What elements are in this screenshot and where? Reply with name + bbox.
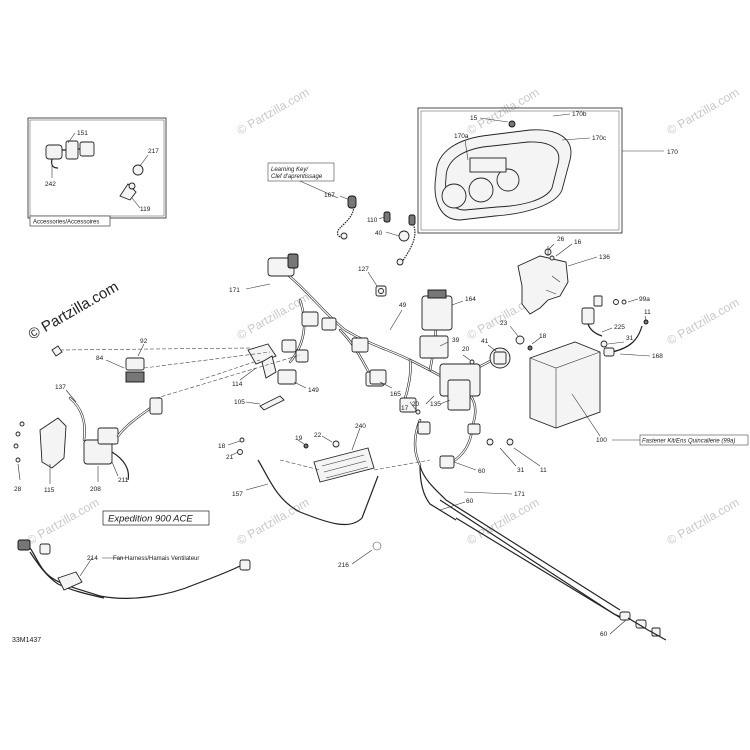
callout-164: 164 (465, 296, 476, 303)
callout-127: 127 (358, 266, 369, 273)
callout-171-harness: 171 (229, 287, 240, 294)
callout-105: 105 (234, 399, 245, 406)
watermark: © Partzilla.com (235, 85, 312, 138)
callout-171-cable: 171 (514, 491, 525, 498)
watermark: © Partzilla.com (235, 290, 312, 343)
gauge-cluster-box: 15 170b 170a 170c 170 (417, 107, 678, 234)
callout-16: 16 (574, 239, 582, 246)
callout-84: 84 (96, 355, 104, 362)
callout-23: 23 (500, 320, 508, 327)
callout-216: 216 (338, 562, 349, 569)
callout-17: 17 (401, 405, 409, 412)
callout-26: 26 (557, 236, 565, 243)
callout-114: 114 (232, 381, 243, 388)
left-components-group: 92 84 114 149 105 (51, 338, 319, 411)
fastener-kit-label: Fastener Kit/Ens Quincallerie (99a) (642, 439, 735, 445)
callout-31-lower: 31 (517, 467, 525, 474)
callout-18-lower: 18 (218, 443, 226, 450)
callout-240: 240 (355, 423, 366, 430)
watermark-layer: © Partzilla.com © Partzilla.com © Partzi… (25, 85, 742, 548)
learning-key-group: Learning Key/ Clef d'aprentissage 167 (267, 162, 357, 240)
model-title: Expedition 900 ACE (108, 514, 193, 525)
callout-214: 214 (87, 555, 98, 562)
callout-11-upper: 11 (644, 309, 651, 316)
callout-217: 217 (148, 148, 159, 155)
watermark-main: © Partzilla.com (26, 278, 122, 343)
callout-165: 165 (390, 391, 401, 398)
callout-208: 208 (90, 486, 101, 493)
callout-31-upper: 31 (626, 335, 634, 342)
callout-21: 21 (226, 454, 234, 461)
left-harness-group: 137 115 28 208 211 (13, 384, 163, 494)
fan-harness-label: Fan Harness/Hamais Ventilateur (113, 556, 199, 562)
callout-20-upper: 20 (462, 346, 470, 353)
callout-39: 39 (452, 337, 460, 344)
switch-127-group: 127 (358, 266, 387, 297)
relay-41-group: 41 (481, 338, 511, 369)
callout-170c: 170c (592, 135, 607, 142)
callout-170b: 170b (572, 111, 587, 118)
callout-60-lower: 60 (466, 498, 474, 505)
callout-99a: 99a (639, 296, 650, 303)
accessories-box: 151 242 217 119 Accessories/Accessoires (27, 117, 167, 227)
callout-157: 157 (232, 491, 243, 498)
callout-20-lower: 20 (412, 401, 420, 408)
callout-110: 110 (367, 217, 378, 224)
battery-100-group: 100 Fastener Kit/Ens Quincallerie (99a) (529, 341, 749, 446)
callout-40: 40 (375, 230, 383, 237)
fan-harness-group: 214 Fan Harness/Hamais Ventilateur (17, 539, 251, 599)
main-wiring-harness (267, 253, 507, 469)
regulator-group: 18 21 19 22 240 157 (218, 423, 379, 526)
safety-tether-group: 110 40 (367, 211, 416, 266)
model-title-box: Expedition 900 ACE (102, 510, 210, 526)
watermark: © Partzilla.com (665, 85, 742, 138)
callout-170: 170 (667, 149, 678, 156)
callout-225: 225 (614, 324, 625, 331)
callout-60-mid: 60 (478, 468, 486, 475)
callout-136: 136 (599, 254, 610, 261)
callout-92: 92 (140, 338, 148, 345)
bracket-136-group: 26 16 136 (517, 236, 610, 315)
callout-15: 15 (470, 115, 478, 122)
callout-151: 151 (77, 130, 88, 137)
connector-151-drawing (45, 140, 95, 169)
battery-cable-group: 99a 11 225 31 168 (581, 295, 663, 360)
accessories-label: Accessories/Accessoires (33, 220, 99, 226)
watermark: © Partzilla.com (665, 495, 742, 548)
callout-18-upper: 18 (539, 333, 547, 340)
part-216-group: 216 (338, 541, 382, 569)
callout-211: 211 (118, 477, 129, 484)
watermark: © Partzilla.com (25, 495, 102, 548)
center-components-group: 165 17 20 135 (369, 369, 451, 415)
callout-135: 135 (430, 401, 441, 408)
callout-167: 167 (324, 192, 335, 199)
learning-key-label-line2: Clef d'aprentissage (271, 174, 323, 180)
callout-60-bottom: 60 (600, 631, 608, 638)
drawing-code: 33M1437 (12, 637, 41, 644)
watermark: © Partzilla.com (465, 495, 542, 548)
callout-41: 41 (481, 338, 489, 345)
watermark: © Partzilla.com (235, 495, 312, 548)
callout-11-lower: 11 (540, 467, 547, 474)
callout-19: 19 (295, 435, 303, 442)
callout-149: 149 (308, 387, 319, 394)
learning-key-label-line1: Learning Key/ (271, 167, 309, 173)
callout-168: 168 (652, 353, 663, 360)
callout-100: 100 (596, 437, 607, 444)
watermark: © Partzilla.com (665, 295, 742, 348)
callout-242: 242 (45, 181, 56, 188)
callout-22: 22 (314, 432, 322, 439)
callout-137: 137 (55, 384, 66, 391)
callout-119: 119 (140, 206, 151, 213)
callout-115: 115 (44, 487, 55, 494)
callout-49: 49 (399, 302, 407, 309)
callout-170a: 170a (454, 133, 469, 140)
long-cable-group: 60 31 11 171 60 60 (419, 438, 667, 641)
callout-28: 28 (14, 486, 22, 493)
